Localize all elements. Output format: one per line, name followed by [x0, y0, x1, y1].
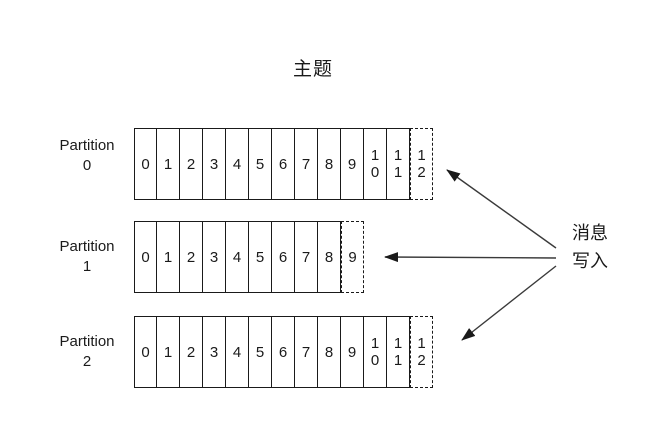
partition-0-offset-cell: 9 [341, 128, 364, 200]
partition-1-label-line2: 1 [82, 258, 92, 275]
offset-digit: 1 [163, 248, 173, 266]
offset-digit: 9 [347, 155, 357, 173]
offset-digit: 8 [324, 343, 334, 361]
partition-0-offset-cell: 0 [134, 128, 157, 200]
offset-digit: 5 [255, 155, 265, 173]
partition-2-offset-cell: 9 [341, 316, 364, 388]
partition-2-offset-cell: 6 [272, 316, 295, 388]
offset-digit: 2 [186, 343, 196, 361]
partition-0-offset-cell: 8 [318, 128, 341, 200]
offset-digit: 1 [393, 164, 403, 181]
partition-2-offset-cell: 3 [203, 316, 226, 388]
offset-digit: 4 [232, 343, 242, 361]
offset-digit: 7 [301, 343, 311, 361]
partition-1-offset-cell: 7 [295, 221, 318, 293]
partition-0-offset-cell: 7 [295, 128, 318, 200]
partition-0-offset-cell: 6 [272, 128, 295, 200]
message-write-line1: 消息 [572, 223, 608, 244]
offset-digit: 1 [393, 352, 403, 369]
offset-digit: 0 [141, 248, 150, 266]
offset-digit: 2 [186, 248, 196, 266]
partition-1-offset-cell: 1 [157, 221, 180, 293]
offset-digit: 0 [141, 343, 150, 361]
offset-digit: 9 [347, 343, 357, 361]
partition-2-offset-cell: 2 [180, 316, 203, 388]
partition-2-label-line2: 2 [82, 353, 92, 370]
offset-digit: 1 [393, 147, 403, 164]
offset-digit: 4 [232, 248, 242, 266]
partition-2-label-line1: Partition [59, 333, 115, 350]
offset-digit: 5 [255, 248, 265, 266]
message-write-label: 消息 写入 [555, 220, 625, 276]
partition-1-offset-cell: 8 [318, 221, 341, 293]
arrow-to-partition-2 [461, 265, 557, 341]
partition-0-label-line1: Partition [59, 137, 115, 154]
partition-1-label-line1: Partition [59, 238, 115, 255]
offset-digit: 1 [163, 343, 173, 361]
offset-digit: 1 [393, 335, 403, 352]
offset-digit: 3 [209, 155, 219, 173]
partition-1-offset-cell: 2 [180, 221, 203, 293]
partition-0-label-line2: 0 [82, 157, 92, 174]
offset-digit: 2 [186, 155, 196, 173]
offset-digit: 8 [324, 155, 334, 173]
offset-digit: 3 [209, 248, 219, 266]
partition-2-offset-cell: 5 [249, 316, 272, 388]
partition-1-offset-cell: 5 [249, 221, 272, 293]
offset-digit: 1 [163, 155, 173, 173]
arrow-to-partition-1 [384, 252, 557, 263]
partition-2-offset-cell: 7 [295, 316, 318, 388]
offset-digit: 7 [301, 155, 311, 173]
diagram-title: 主题 [292, 58, 333, 80]
arrow-to-partition-0 [446, 169, 557, 249]
partition-1-offset-cell: 3 [203, 221, 226, 293]
offset-digit: 2 [417, 164, 426, 181]
partition-0-offset-cell: 3 [203, 128, 226, 200]
offset-digit: 1 [370, 335, 380, 352]
partition-0-offset-cell: 1 [157, 128, 180, 200]
message-write-line2: 写入 [572, 251, 608, 272]
offset-digit: 1 [370, 147, 380, 164]
offset-digit: 5 [255, 343, 265, 361]
offset-digit: 7 [301, 248, 311, 266]
offset-digit: 1 [417, 335, 426, 352]
offset-digit: 3 [209, 343, 219, 361]
partition-1-label: Partition 1 [44, 237, 130, 277]
offset-digit: 2 [417, 352, 426, 369]
partition-0-offset-cell: 2 [180, 128, 203, 200]
partition-1-offset-cell: 4 [226, 221, 249, 293]
offset-digit: 0 [370, 352, 380, 369]
offset-digit: 8 [324, 248, 334, 266]
partition-0-offset-cell: 5 [249, 128, 272, 200]
partition-1-offset-cell: 0 [134, 221, 157, 293]
partition-2-offset-cell: 0 [134, 316, 157, 388]
offset-digit: 6 [278, 248, 288, 266]
offset-digit: 4 [232, 155, 242, 173]
offset-digit: 6 [278, 155, 288, 173]
offset-digit: 9 [348, 248, 357, 266]
partition-2-offset-cell: 1 [157, 316, 180, 388]
partition-1-offset-cell: 9 [341, 221, 364, 293]
offset-digit: 1 [417, 147, 426, 164]
partition-0-offset-cell: 4 [226, 128, 249, 200]
partition-0-label: Partition 0 [44, 136, 130, 176]
partition-2-offset-cell: 4 [226, 316, 249, 388]
partition-1-offset-cell: 6 [272, 221, 295, 293]
partition-2-label: Partition 2 [44, 332, 130, 372]
offset-digit: 0 [141, 155, 150, 173]
partition-2-offset-cell: 8 [318, 316, 341, 388]
offset-digit: 6 [278, 343, 288, 361]
offset-digit: 0 [370, 164, 380, 181]
